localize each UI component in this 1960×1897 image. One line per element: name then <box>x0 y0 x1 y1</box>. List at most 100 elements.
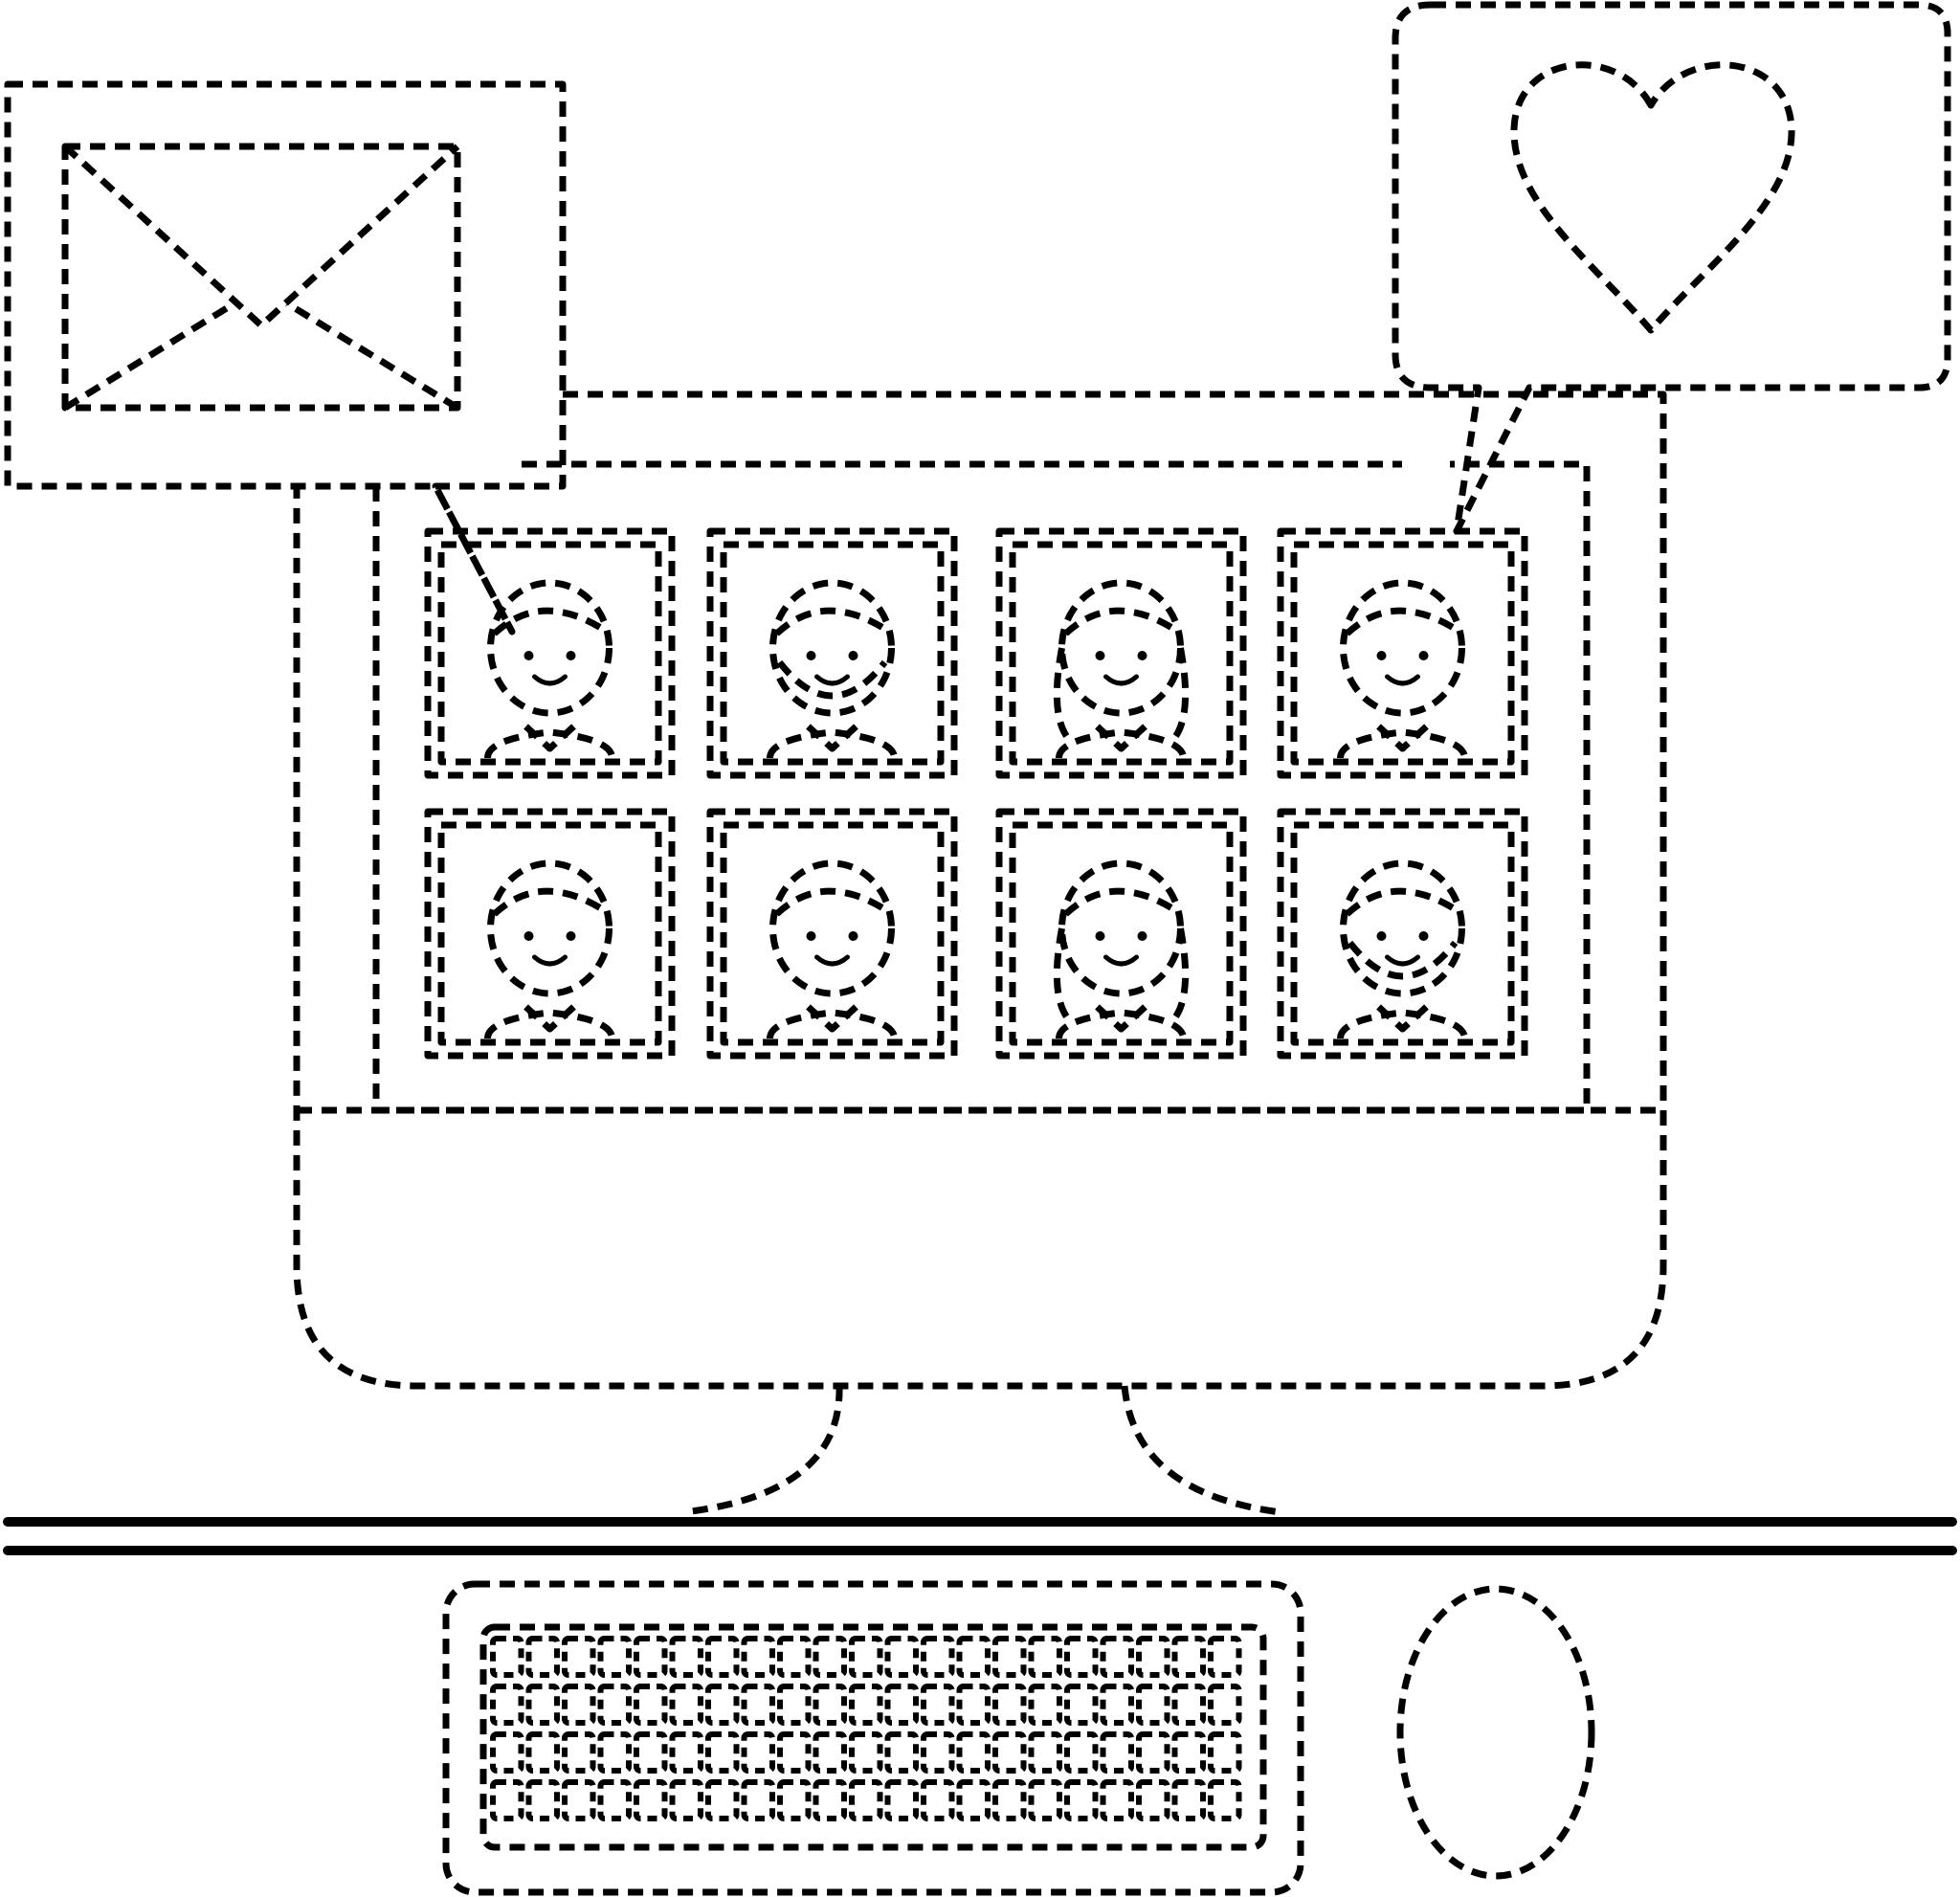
avatar-boy-icon <box>1337 579 1468 759</box>
avatar-woman-icon <box>1053 579 1190 759</box>
keyboard-key <box>490 1636 524 1678</box>
contact-tile[interactable] <box>706 808 958 1060</box>
mouse-icon <box>1396 1585 1595 1880</box>
keyboard-key <box>490 1779 524 1821</box>
keyboard-key <box>525 1684 560 1726</box>
keyboard-key <box>1028 1636 1062 1678</box>
avatar-man-icon <box>484 579 615 759</box>
keyboard-key <box>956 1684 991 1726</box>
keyboard-key <box>1171 1779 1206 1821</box>
keyboard-key <box>1136 1731 1170 1774</box>
keyboard-key <box>1136 1684 1170 1726</box>
keyboard-key <box>813 1684 847 1726</box>
keyboard-key <box>634 1731 668 1774</box>
keyboard-key <box>741 1779 775 1821</box>
keyboard-key <box>597 1684 632 1726</box>
keyboard-key <box>1208 1731 1242 1774</box>
contact-tile[interactable] <box>706 527 958 779</box>
keyboard-key <box>741 1636 775 1678</box>
contact-tile[interactable] <box>424 527 676 779</box>
keyboard-key <box>669 1684 703 1726</box>
keyboard-key <box>597 1731 632 1774</box>
avatar-boy-icon <box>767 859 898 1039</box>
keyboard-key <box>634 1684 668 1726</box>
keyboard-icon <box>442 1580 1304 1896</box>
keyboard-key <box>1064 1731 1099 1774</box>
keyboard-key <box>849 1636 883 1678</box>
keyboard-key <box>777 1684 812 1726</box>
contact-tile[interactable] <box>995 808 1247 1060</box>
keyboard-key <box>849 1779 883 1821</box>
keyboard-key <box>1136 1779 1170 1821</box>
contacts-grid <box>424 527 1528 1060</box>
keyboard-key <box>992 1731 1027 1774</box>
keyboard-key <box>1064 1684 1099 1726</box>
keyboard-key <box>849 1684 883 1726</box>
contact-tile[interactable] <box>1277 527 1528 779</box>
keyboard-key <box>597 1779 632 1821</box>
keyboard-key <box>634 1779 668 1821</box>
avatar-woman-curly-icon <box>1053 859 1190 1039</box>
keyboard-key <box>1100 1779 1134 1821</box>
keyboard-key <box>921 1779 955 1821</box>
desk <box>3 1517 1957 1555</box>
keyboard-key <box>884 1684 919 1726</box>
keyboard-key <box>921 1636 955 1678</box>
keyboard-key <box>1171 1731 1206 1774</box>
heart-icon <box>1510 61 1795 334</box>
keyboard-key <box>1136 1636 1170 1678</box>
keyboard-key <box>1028 1731 1062 1774</box>
keyboard-key <box>705 1731 740 1774</box>
mail-bubble <box>4 80 567 636</box>
mail-icon <box>61 143 461 412</box>
avatar-man-icon <box>484 859 615 1039</box>
keyboard-key <box>1208 1779 1242 1821</box>
keyboard-key <box>813 1636 847 1678</box>
keyboard-key <box>992 1636 1027 1678</box>
keyboard-key <box>562 1684 596 1726</box>
keyboard-key <box>1028 1684 1062 1726</box>
keyboard-key <box>813 1779 847 1821</box>
heart-bubble <box>1392 1 1951 535</box>
keyboard-key <box>884 1636 919 1678</box>
keyboard-key <box>1171 1684 1206 1726</box>
keyboard-key <box>921 1731 955 1774</box>
keyboard-key <box>992 1684 1027 1726</box>
monitor-icon <box>293 391 1667 1516</box>
keyboard-key <box>705 1779 740 1821</box>
keyboard-key <box>1171 1636 1206 1678</box>
keyboard-key <box>525 1636 560 1678</box>
keyboard-key <box>1028 1779 1062 1821</box>
keyboard-key <box>777 1636 812 1678</box>
keyboard-key <box>813 1731 847 1774</box>
avatar-bearded-man-icon <box>767 579 898 759</box>
keyboard-key <box>490 1731 524 1774</box>
keyboard-key <box>956 1636 991 1678</box>
keyboard-key <box>562 1636 596 1678</box>
keyboard-key <box>1100 1684 1134 1726</box>
contact-tile[interactable] <box>1277 808 1528 1060</box>
contact-tile[interactable] <box>995 527 1247 779</box>
keyboard-key <box>741 1731 775 1774</box>
keyboard-key <box>1064 1636 1099 1678</box>
keyboard-key <box>669 1636 703 1678</box>
keyboard-key <box>562 1731 596 1774</box>
keyboard-key <box>777 1779 812 1821</box>
keyboard-key <box>562 1779 596 1821</box>
keyboard-key <box>634 1636 668 1678</box>
keyboard-key <box>1208 1636 1242 1678</box>
keyboard-keys <box>490 1636 1242 1821</box>
keyboard-key <box>525 1731 560 1774</box>
keyboard-key <box>525 1779 560 1821</box>
keyboard-key <box>597 1636 632 1678</box>
keyboard-key <box>741 1684 775 1726</box>
contact-tile[interactable] <box>424 808 676 1060</box>
keyboard-key <box>992 1779 1027 1821</box>
keyboard-key <box>1100 1636 1134 1678</box>
keyboard-key <box>956 1779 991 1821</box>
keyboard-key <box>956 1731 991 1774</box>
keyboard-key <box>921 1684 955 1726</box>
keyboard-key <box>669 1731 703 1774</box>
